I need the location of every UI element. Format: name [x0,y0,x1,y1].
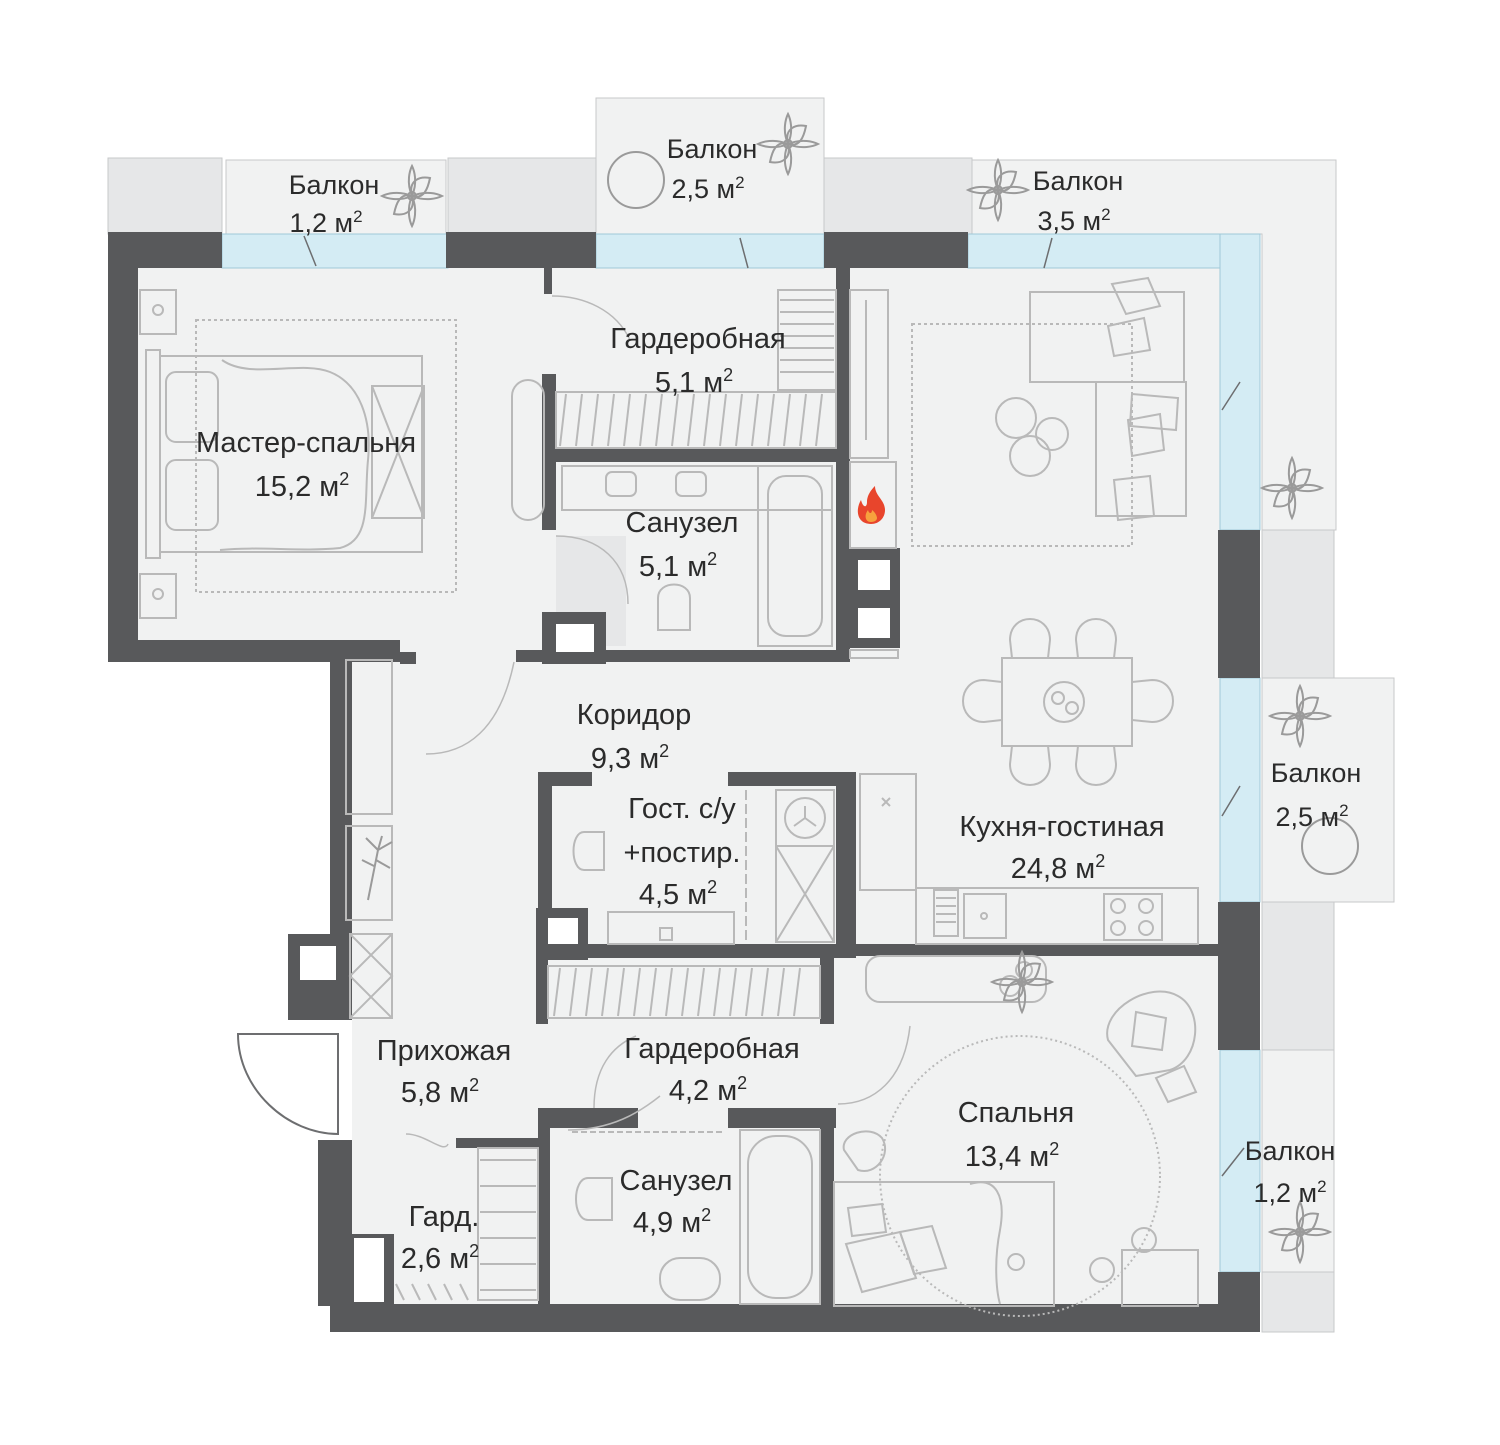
corridor-name: Коридор [577,699,692,731]
balcony-1-name: Балкон [289,170,380,200]
balcony-3-name: Балкон [1033,166,1124,196]
wardrobe-2-area: 4,2 м2 [669,1073,747,1107]
guest-wc-fixtures [572,789,835,945]
wardrobe-1-area: 5,1 м2 [655,365,733,399]
closet-name: Гард. [409,1201,480,1233]
hall-name: Прихожая [377,1035,511,1067]
kitchen-living-name: Кухня-гостиная [959,811,1164,843]
hall-area: 5,8 м2 [401,1075,479,1109]
living-furniture [911,276,1187,786]
balcony-4-name: Балкон [1271,758,1362,788]
guest-wc-name-line2: +постир. [624,837,741,869]
master-bedroom-name: Мастер-спальня [196,427,416,459]
window-glazing [221,233,1261,1273]
doors [236,235,1245,1177]
walls [108,232,1260,1332]
corridor-area: 9,3 м2 [591,741,669,775]
wardrobe-1-name: Гардеробная [610,323,785,355]
master-bed [139,289,457,619]
bathroom-1-fixtures [561,465,833,647]
balcony-2-name: Балкон [667,134,758,164]
apartment-floor [138,268,1220,1304]
balcony-5-area: 1,2 м2 [1253,1177,1326,1208]
kitchen-units [859,773,1199,945]
balcony-2-area: 2,5 м2 [671,173,744,204]
bedroom-area: 13,4 м2 [965,1139,1059,1173]
fireplace-wall [849,289,899,659]
master-bedroom-area: 15,2 м2 [255,469,349,503]
balcony-1-area: 1,2 м2 [289,207,362,238]
bathroom-2-fixtures [572,1129,821,1305]
flower-vase-icon [361,835,393,901]
bedroom-name: Спальня [958,1097,1075,1129]
washing-machine-icon [793,806,817,827]
room-labels: Балкон 1,2 м2 Балкон 2,5 м2 Балкон 3,5 м… [196,134,1361,1275]
guest-wc-area: 4,5 м2 [639,877,717,911]
bedroom-furniture [833,955,1199,1317]
bathroom-1-area: 5,1 м2 [639,549,717,583]
bathroom-2-name: Санузел [620,1165,733,1197]
bathroom-2-area: 4,9 м2 [633,1205,711,1239]
balcony-tables [607,151,1359,875]
balcony-5-name: Балкон [1245,1136,1336,1166]
hall-furniture [345,659,539,1301]
closet-area: 2,6 м2 [401,1241,479,1275]
balcony-3-area: 3,5 м2 [1037,205,1110,236]
balcony-4-area: 2,5 м2 [1275,801,1348,832]
fireplace-icon [857,486,885,524]
wardrobe-2-name: Гардеробная [624,1033,799,1065]
kitchen-living-area: 24,8 м2 [1011,851,1105,885]
bathroom-1-name: Санузел [626,507,739,539]
guest-wc-name-line1: Гост. с/у [628,793,736,825]
wardrobe-2-rails [547,965,821,1019]
wardrobe-1-rails [511,289,837,521]
